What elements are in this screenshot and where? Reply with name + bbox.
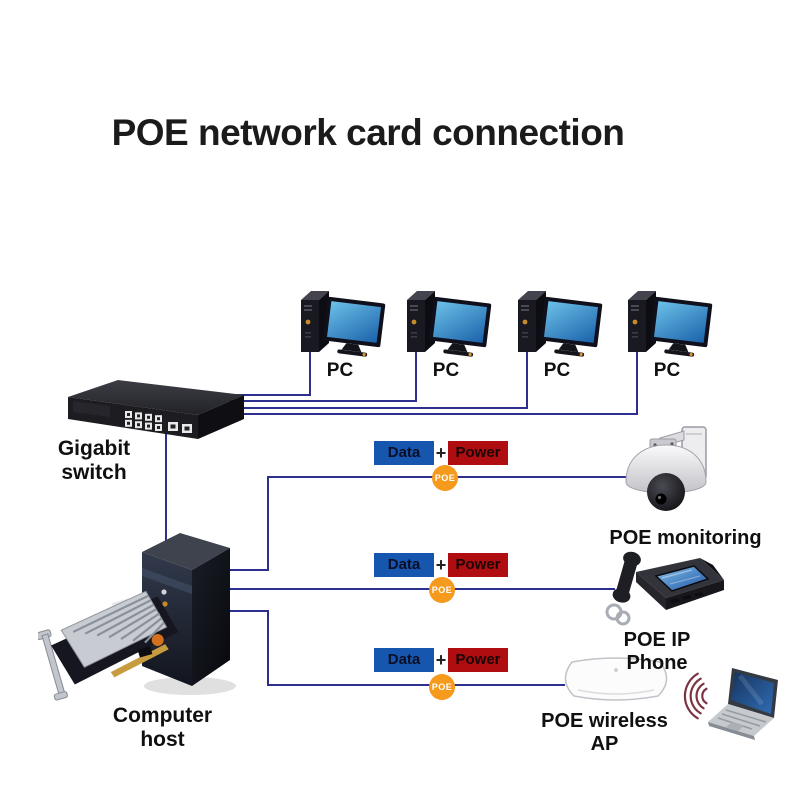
cable-pc4-drop	[636, 352, 638, 415]
computer-host-label: Computer host	[112, 704, 213, 751]
plus-sign: +	[435, 650, 447, 670]
cable-pc2-switch	[229, 400, 417, 402]
poe-camera-icon	[625, 426, 707, 511]
cable-switch-host	[165, 420, 167, 544]
switch-ports	[125, 411, 192, 433]
laptop-icon	[708, 668, 778, 740]
cable-branch1-stub	[220, 569, 269, 571]
cable-branch1-riser	[267, 476, 269, 571]
poe-wireless-ap-label: POE wireless AP	[541, 710, 668, 755]
pc-icon	[407, 291, 492, 357]
cable-branch3-drop	[267, 610, 269, 686]
pc-label: PC	[326, 360, 354, 381]
power-chip: Power	[448, 553, 508, 577]
data-chip: Data	[374, 441, 434, 465]
cable-pc3-drop	[526, 352, 528, 409]
plus-sign: +	[435, 443, 447, 463]
network-card-icon	[38, 590, 179, 701]
ip-phone-icon	[605, 551, 724, 626]
wifi-waves-icon	[683, 672, 708, 720]
plus-sign: +	[435, 555, 447, 575]
pc-icon	[628, 291, 713, 357]
page-title: POE network card connection	[111, 112, 625, 153]
poe-badge: POE	[432, 465, 458, 491]
cable-pc3-switch	[231, 407, 528, 409]
power-chip: Power	[448, 441, 508, 465]
poe-ip-phone-label: POE IP Phone	[623, 629, 691, 674]
poe-badge: POE	[429, 577, 455, 603]
pc-label: PC	[432, 360, 460, 381]
poe-badge: POE	[429, 674, 455, 700]
data-chip: Data	[374, 553, 434, 577]
pc-label: PC	[543, 360, 571, 381]
wireless-ap-icon	[564, 657, 668, 701]
cable-pc4-switch	[233, 413, 638, 415]
data-chip: Data	[374, 648, 434, 672]
cable-pc2-drop	[415, 352, 417, 402]
cable-branch2-run	[221, 588, 615, 590]
pc-icon	[301, 291, 386, 357]
cable-pc1-switch	[226, 394, 311, 396]
pc-label: PC	[653, 360, 681, 381]
cable-branch3-stub	[221, 610, 269, 612]
cable-pc1-drop	[309, 352, 311, 396]
poe-monitoring-label: POE monitoring	[609, 527, 762, 549]
pc-icon	[518, 291, 603, 357]
gigabit-switch-icon	[68, 380, 244, 439]
gigabit-switch-label: Gigabit switch	[57, 437, 131, 484]
power-chip: Power	[448, 648, 508, 672]
cable-branch3-run	[267, 684, 565, 686]
